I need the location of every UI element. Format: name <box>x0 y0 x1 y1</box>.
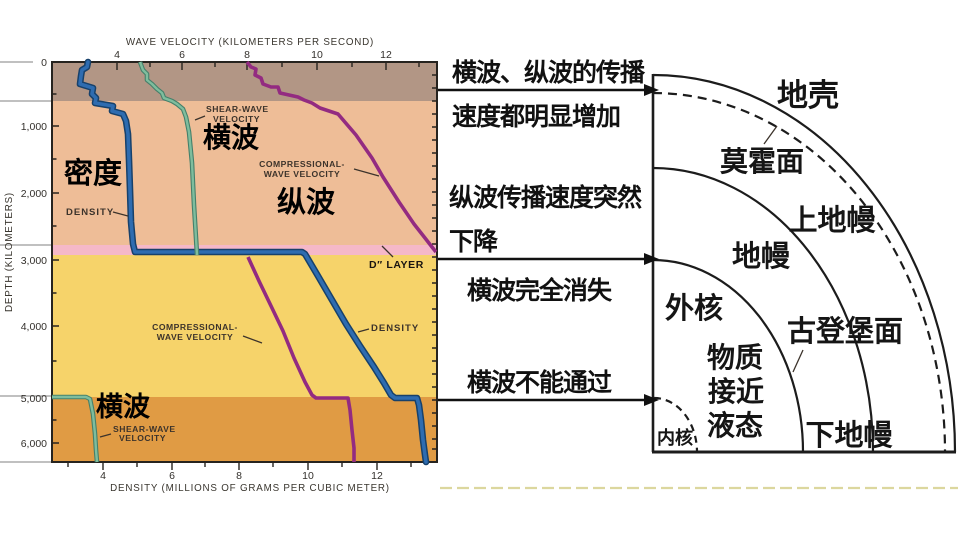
layer-bands <box>52 62 437 462</box>
annotation-velocity-increase-line1: 横波、纵波的传播 <box>452 60 645 87</box>
mantle-label: 地幔 <box>732 240 791 273</box>
compressional-wave-curve <box>245 60 438 462</box>
gutenberg-arc <box>652 258 805 453</box>
depth-5000: 5,000 <box>21 393 47 405</box>
depth-0: 0 <box>41 57 47 69</box>
depth-axis-labels: 0 1,000 2,000 3,000 4,000 5,000 6,000 <box>21 57 47 450</box>
arrow-inner-core <box>438 394 659 406</box>
shear-top-label-1: SHEAR-WAVE <box>206 104 269 114</box>
shear-bottom-label-1: SHEAR-WAVE <box>113 424 176 434</box>
bottom-axis-ticks <box>67 462 412 470</box>
moho-arc <box>652 91 947 453</box>
upper-mantle-label: 上地幔 <box>788 204 876 237</box>
outer-core-label: 外核 <box>665 292 723 325</box>
density-top-label: DENSITY <box>66 207 114 218</box>
density-curve <box>76 58 430 466</box>
plot-frame <box>51 61 438 463</box>
annotation-velocity-increase: 横波、纵波的传播 速度都明显增加 <box>452 52 645 140</box>
depth-4000: 4,000 <box>21 321 47 333</box>
state-label-1: 物质 <box>707 342 763 374</box>
top-axis-title: WAVE VELOCITY (KILOMETERS PER SECOND) <box>126 37 374 48</box>
top-tick-12: 12 <box>380 49 392 61</box>
surface-arc <box>652 73 957 453</box>
depth-2000: 2,000 <box>21 188 47 200</box>
depth-3000: 3,000 <box>21 255 47 267</box>
bottom-tick-6: 6 <box>169 470 175 482</box>
annotation-p-wave-drop-line1: 纵波传播速度突然 <box>449 185 642 212</box>
annotation-s-wave-blocked: 横波不能通过 <box>467 370 612 397</box>
inner-core-label: 内核 <box>657 427 693 448</box>
shear-wave-curve <box>52 61 200 463</box>
annotation-p-wave-drop-line2: 下降 <box>449 229 498 256</box>
top-tick-10: 10 <box>311 49 323 61</box>
band-crust <box>52 62 437 101</box>
shear-top-label-2: VELOCITY <box>213 114 260 124</box>
top-tick-8: 8 <box>244 49 250 61</box>
band-inner-core <box>52 397 437 462</box>
comp-bottom-label-2: WAVE VELOCITY <box>157 332 234 342</box>
gutenberg-pointer <box>792 349 804 373</box>
shear-cn-bottom-label: 横波 <box>96 392 151 422</box>
density-bottom-label: DENSITY <box>371 323 419 334</box>
arrow-gutenberg <box>438 253 659 265</box>
state-label-2: 接近 <box>708 376 764 408</box>
bottom-axis-labels: 4 6 8 10 12 <box>100 470 383 482</box>
curve-labels-en: SHEAR-WAVE VELOCITY COMPRESSIONAL- WAVE … <box>66 104 424 443</box>
bottom-tick-4: 4 <box>100 470 106 482</box>
shear-cn-top-label: 横波 <box>203 122 260 154</box>
inner-core-arc <box>653 396 699 453</box>
comp-top-label-1: COMPRESSIONAL- <box>259 159 345 169</box>
annotation-velocity-increase-line2: 速度都明显增加 <box>452 104 621 131</box>
right-axis-ticks <box>432 74 437 450</box>
moho-label: 莫霍面 <box>720 146 804 178</box>
crust-label: 地壳 <box>777 78 839 113</box>
depth-velocity-chart: 4 6 8 10 12 4 6 8 10 12 0 1,000 2,000 3,… <box>0 37 438 494</box>
depth-1000: 1,000 <box>21 121 47 133</box>
margin-boundary-lines <box>0 61 52 463</box>
curve-labels-cn: 密度 横波 纵波 横波 <box>64 122 336 422</box>
bottom-tick-8: 8 <box>236 470 242 482</box>
density-cn-label: 密度 <box>64 156 122 190</box>
shear-bottom-label-2: VELOCITY <box>119 433 166 443</box>
label-pointers <box>99 115 394 438</box>
annotation-s-wave-disappear: 横波完全消失 <box>467 278 612 305</box>
top-tick-6: 6 <box>179 49 185 61</box>
comp-top-label-2: WAVE VELOCITY <box>264 169 341 179</box>
moho-pointer <box>763 125 778 145</box>
depth-6000: 6,000 <box>21 438 47 450</box>
bottom-tick-10: 10 <box>302 470 314 482</box>
bottom-tick-12: 12 <box>371 470 383 482</box>
annotation-p-wave-drop: 纵波传播速度突然 下降 <box>449 177 642 265</box>
earth-labels: 地壳 莫霍面 上地幔 地幔 外核 古登堡面 物质 接近 液态 内核 下地幔 <box>657 78 903 452</box>
band-mantle <box>52 101 437 245</box>
top-tick-4: 4 <box>114 49 120 61</box>
upper-lower-mantle-arc <box>652 166 875 453</box>
earth-frame <box>651 74 956 454</box>
comp-bottom-label-1: COMPRESSIONAL- <box>152 322 238 332</box>
top-axis-labels: 4 6 8 10 12 <box>114 49 392 61</box>
state-label-3: 液态 <box>707 410 763 442</box>
left-axis-title: DEPTH (KILOMETERS) <box>4 192 15 312</box>
arrow-moho <box>438 84 659 96</box>
lower-mantle-label: 下地幔 <box>805 419 893 452</box>
left-axis-ticks <box>52 61 59 444</box>
d-layer-label: D″ LAYER <box>369 259 424 271</box>
gutenberg-label: 古登堡面 <box>787 315 903 348</box>
bottom-axis-title: DENSITY (MILLIONS OF GRAMS PER CUBIC MET… <box>110 483 390 494</box>
band-outer-core <box>52 255 437 397</box>
comp-cn-label: 纵波 <box>277 186 336 219</box>
